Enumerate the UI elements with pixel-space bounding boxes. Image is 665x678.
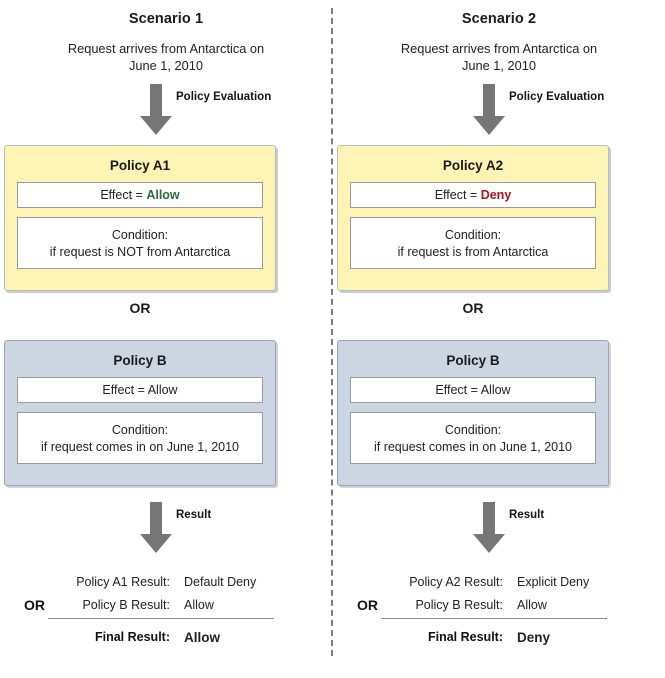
policy-a-effect-value: Deny [480,188,512,202]
results-table: Policy A1 Result: Default Deny OR Policy… [24,570,292,650]
policy-evaluation-arrow-label: Policy Evaluation [509,91,605,103]
policy-a-condition-title: Condition: [444,228,502,242]
scenario-title: Scenario 2 [461,11,537,27]
results-divider-rule [381,618,607,619]
table-row: OR Policy B Result: Allow [357,593,625,616]
policy-b-effect-value: Allow [480,383,511,397]
policy-b-condition-title: Condition: [111,423,169,437]
policy-b-title: Policy B [113,353,167,368]
results-divider-rule [48,618,274,619]
policy-a-card: Policy A1 Effect = Allow Condition: if r… [4,145,276,291]
results-or-label: OR [24,596,45,613]
policy-b-effect-label: Effect = [102,383,148,397]
policy-a-title: Policy A2 [442,158,504,173]
table-row: Policy A1 Result: Default Deny [24,570,292,593]
final-result-value: Deny [517,629,551,645]
policy-b-effect-value: Allow [147,383,178,397]
policy-a-condition-text: if request is from Antarctica [397,244,549,259]
policy-evaluation-arrow-icon [472,84,506,136]
policy-b-effect-box: Effect = Allow [17,377,263,403]
scenario-title: Scenario 1 [128,11,204,27]
policy-b-card: Policy B Effect = Allow Condition: if re… [337,340,609,486]
table-row: Policy A2 Result: Explicit Deny [357,570,625,593]
policy-a-condition-box: Condition: if request is NOT from Antarc… [17,217,263,269]
policy-evaluation-arrow-icon [139,84,173,136]
policy-a-effect-box: Effect = Allow [17,182,263,208]
table-row: OR Policy B Result: Allow [24,593,292,616]
policy-b-card: Policy B Effect = Allow Condition: if re… [4,340,276,486]
or-separator: OR [462,300,484,316]
result-arrow-label: Result [509,509,545,521]
policy-a-title: Policy A1 [109,158,171,173]
results-or-label: OR [357,596,378,613]
result-row-label: Policy A2 Result: [409,574,503,589]
result-row-value: Explicit Deny [517,574,590,589]
or-separator: OR [129,300,151,316]
policy-b-condition-text: if request comes in on June 1, 2010 [40,439,240,454]
result-row-value: Default Deny [184,574,257,589]
policy-a-effect-value: Allow [146,188,180,202]
policy-a-condition-box: Condition: if request is from Antarctica [350,217,596,269]
policy-b-condition-title: Condition: [444,423,502,437]
result-arrow-icon [472,502,506,554]
final-result-row: Final Result: Deny [357,624,625,650]
result-arrow-label: Result [176,509,212,521]
final-result-value: Allow [184,629,220,645]
scenario-column-2: Scenario 2 Request arrives from Antarcti… [333,0,665,678]
policy-evaluation-arrow-label: Policy Evaluation [176,91,272,103]
policy-a-condition-title: Condition: [111,228,169,242]
policy-a-effect-label: Effect = [434,188,481,202]
results-table: Policy A2 Result: Explicit Deny OR Polic… [357,570,625,650]
policy-b-title: Policy B [446,353,500,368]
policy-b-effect-box: Effect = Allow [350,377,596,403]
policy-b-condition-text: if request comes in on June 1, 2010 [373,439,573,454]
policy-b-condition-box: Condition: if request comes in on June 1… [17,412,263,464]
result-row-value: Allow [517,597,547,612]
policy-a-condition-text: if request is NOT from Antarctica [49,244,231,259]
result-arrow-icon [139,502,173,554]
scenario-divider [331,8,333,656]
result-row-label: Policy B Result: [415,597,503,612]
result-row-value: Allow [184,597,214,612]
result-row-label: Policy B Result: [82,597,170,612]
scenario-column-1: Scenario 1 Request arrives from Antarcti… [0,0,332,678]
result-row-label: Policy A1 Result: [76,574,170,589]
policy-b-effect-label: Effect = [435,383,481,397]
final-result-label: Final Result: [427,630,503,644]
final-result-label: Final Result: [94,630,170,644]
policy-a-card: Policy A2 Effect = Deny Condition: if re… [337,145,609,291]
policy-a-effect-label: Effect = [100,188,147,202]
final-result-row: Final Result: Allow [24,624,292,650]
policy-b-condition-box: Condition: if request comes in on June 1… [350,412,596,464]
policy-a-effect-box: Effect = Deny [350,182,596,208]
